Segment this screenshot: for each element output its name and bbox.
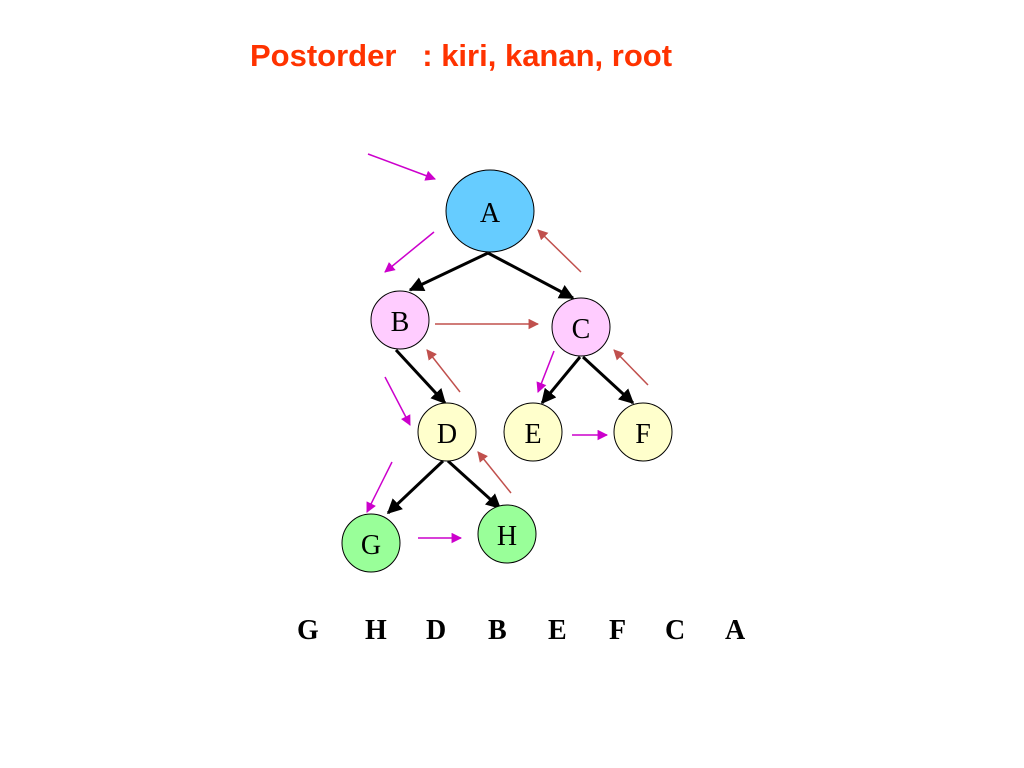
traversal-arrow (536, 350, 555, 393)
edge-a-b (408, 251, 489, 292)
edge-c-e (540, 356, 582, 405)
edge-b-d (394, 348, 447, 405)
node-c-label: C (572, 314, 591, 345)
sequence-item: C (665, 615, 686, 646)
sequence-item: B (488, 615, 507, 646)
node-a: A (445, 169, 535, 253)
traversal-arrow (426, 349, 461, 393)
slide-title: Postorder : kiri, kanan, root (250, 38, 673, 73)
node-g-label: G (361, 530, 381, 561)
edge-d-g (386, 459, 445, 515)
traversal-arrow (384, 376, 411, 426)
node-d: D (417, 402, 477, 462)
sequence-item: F (609, 615, 627, 646)
postorder-sequence: G H D B E F C A (0, 615, 1024, 655)
edge-d-h (446, 459, 502, 510)
sequence-item: D (426, 615, 447, 646)
traversal-arrow (477, 451, 512, 494)
traversal-arrow (613, 349, 649, 386)
node-h-label: H (497, 521, 517, 552)
traversal-arrow (366, 461, 393, 513)
node-h: H (477, 504, 537, 564)
sequence-item: A (725, 615, 746, 646)
node-e-label: E (524, 419, 541, 450)
node-a-label: A (480, 198, 501, 229)
traversal-arrow (537, 229, 582, 273)
sequence-item: H (365, 615, 387, 646)
traversal-arrow (367, 153, 436, 181)
node-b-label: B (391, 307, 410, 338)
node-f: F (613, 402, 673, 462)
node-g: G (341, 513, 401, 573)
node-d-label: D (437, 419, 457, 450)
edge-a-c (487, 251, 575, 300)
node-e: E (503, 402, 563, 462)
sequence-item: E (548, 615, 567, 646)
node-f-label: F (635, 419, 651, 450)
sequence-item: G (297, 615, 319, 646)
traversal-arrow (384, 231, 435, 273)
node-c: C (551, 297, 611, 357)
node-b: B (370, 290, 430, 350)
edge-c-f (581, 355, 635, 405)
